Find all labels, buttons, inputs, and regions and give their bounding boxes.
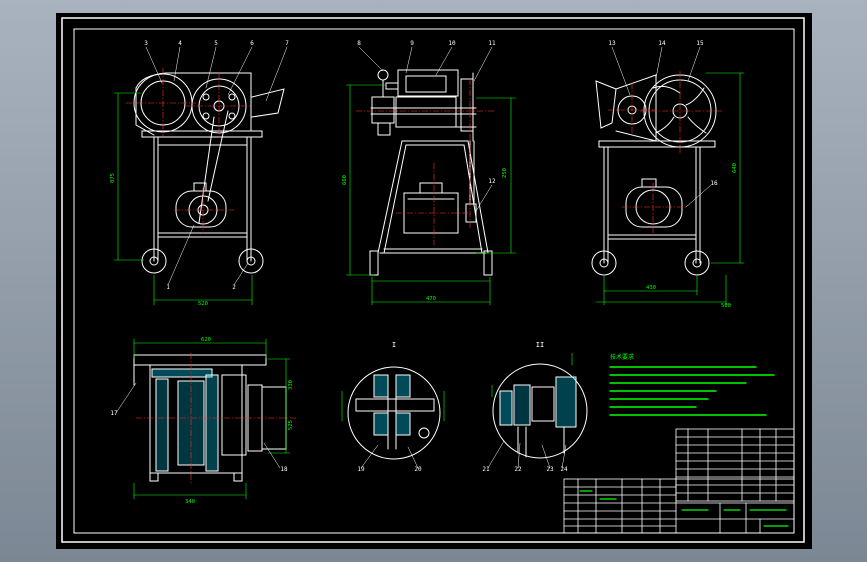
dim-plan-1: 330: [288, 380, 294, 390]
callout-19: 19: [357, 466, 365, 473]
title-block: [563, 478, 795, 534]
callout-2: 2: [232, 284, 236, 291]
callout-20: 20: [414, 466, 422, 473]
outer-border: [61, 17, 805, 543]
callout-9: 9: [410, 40, 414, 47]
callout-18: 18: [280, 466, 288, 473]
callout-23: 23: [546, 466, 554, 473]
detail-i: [347, 366, 441, 460]
side-wheel-right: [483, 250, 493, 276]
notes-title: 技术要求: [610, 353, 634, 361]
callout-17: 17: [110, 410, 118, 417]
callout-10: 10: [448, 40, 456, 47]
detail-ii: [492, 363, 588, 459]
callout-3: 3: [144, 40, 148, 47]
dim-plan-3: 340: [185, 499, 195, 505]
rear-wheel-right: [684, 250, 710, 276]
side-wheel-left: [369, 250, 379, 276]
callout-4: 4: [178, 40, 182, 47]
callout-22: 22: [514, 466, 522, 473]
dim-rear-0: 640: [732, 163, 738, 173]
parts-list: [675, 428, 795, 502]
callout-14: 14: [658, 40, 666, 47]
callout-13: 13: [608, 40, 616, 47]
callout-8: 8: [357, 40, 361, 47]
callout-21: 21: [482, 466, 490, 473]
callout-7: 7: [285, 40, 289, 47]
drawing-canvas: 3456712891011121314151617181920212223248…: [61, 17, 805, 543]
callout-15: 15: [696, 40, 704, 47]
dim-rear-1: 430: [646, 285, 656, 291]
detail-i-label: I: [392, 341, 396, 349]
callout-1: 1: [166, 284, 170, 291]
dim-side-1: 250: [502, 168, 508, 178]
inner-border: [73, 28, 795, 534]
callout-6: 6: [250, 40, 254, 47]
dim-front-0: 875: [110, 173, 116, 183]
dim-side-2: 470: [426, 296, 436, 302]
callout-12: 12: [488, 178, 496, 185]
callout-5: 5: [214, 40, 218, 47]
dim-rear-2: 500: [721, 303, 731, 309]
dim-side-0: 660: [342, 175, 348, 185]
dim-plan-0: 620: [201, 337, 211, 343]
dim-plan-2: 525: [288, 420, 294, 430]
detail-ii-label: II: [536, 341, 544, 349]
dim-front-1: 520: [198, 301, 208, 307]
callout-16: 16: [710, 180, 718, 187]
front-wheel-right: [238, 248, 264, 274]
callout-24: 24: [560, 466, 568, 473]
side-view: [369, 69, 493, 276]
title-block-fills: [579, 490, 789, 527]
callout-11: 11: [488, 40, 496, 47]
notes-lines: [609, 366, 775, 416]
rear-view: [591, 74, 717, 276]
front-wheel-left: [141, 248, 167, 274]
